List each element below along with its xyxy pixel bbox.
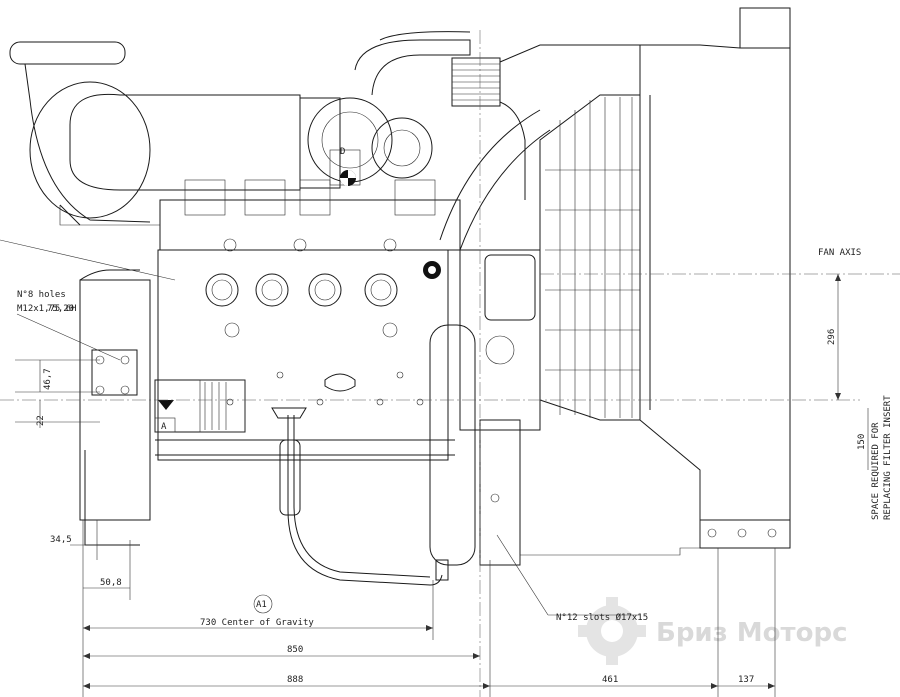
watermark-gear-icon (578, 597, 646, 665)
dim-850-group: 850 (83, 645, 480, 659)
fan-guard (539, 94, 641, 421)
holes-label-line1: N°8 holes (17, 290, 66, 300)
dim-22: 22 (36, 415, 46, 426)
dim-50-8-group: 50,8 (83, 578, 130, 589)
starter-motor: A (154, 379, 246, 433)
dipstick-tube (271, 407, 449, 586)
engine-block (155, 179, 461, 461)
dim-34-5-group: 34,5 (50, 535, 97, 546)
dim-34-5: 34,5 (50, 535, 72, 545)
dim-461-group: 461 (490, 675, 718, 689)
dim-888: 888 (287, 675, 303, 685)
dim-850: 850 (287, 645, 303, 655)
dim-46-7: 46,7 (43, 368, 53, 390)
dim-22-group: 22 (15, 400, 100, 428)
oil-filter (423, 249, 541, 566)
dim-50-8: 50,8 (100, 578, 122, 588)
dim-137-group: 137 (718, 675, 775, 689)
dim-137: 137 (738, 675, 754, 685)
dim-461: 461 (602, 675, 618, 685)
marker-d: D (340, 147, 345, 157)
dim-296-group: 296 (827, 274, 841, 400)
dim-888-group: 888 (83, 675, 490, 689)
dim-296: 296 (827, 329, 837, 345)
dim-150-group: 150 SPACE REQUIRED FOR REPLACING FILTER … (857, 395, 893, 520)
center-of-gravity-label: 730 Center of Gravity (200, 618, 314, 628)
space-label-line1: SPACE REQUIRED FOR (871, 422, 881, 520)
slots-label: N°12 slots Ø17x15 (556, 612, 648, 623)
cg-marker (340, 170, 356, 186)
turbocharger: D (299, 31, 471, 189)
fan-axis-label: FAN AXIS (818, 248, 861, 258)
air-filter (9, 41, 301, 226)
flywheel-housing (79, 269, 151, 546)
holes-label-line2: M12x1,75 6H (17, 304, 77, 314)
dim-46-7-group: 46,7 (15, 359, 100, 393)
dim-150: 150 (857, 434, 867, 450)
space-label-line2: REPLACING FILTER INSERT (883, 395, 893, 520)
dim-730-group: A1 730 Center of Gravity (83, 594, 433, 631)
cg-label-a1: A1 (256, 600, 267, 610)
watermark-text: Бриз Моторс (656, 618, 848, 648)
dim-75-20: 75,20 (47, 304, 74, 314)
marker-a: A (161, 422, 167, 432)
extension-lines (82, 520, 776, 697)
radiator (519, 7, 791, 565)
